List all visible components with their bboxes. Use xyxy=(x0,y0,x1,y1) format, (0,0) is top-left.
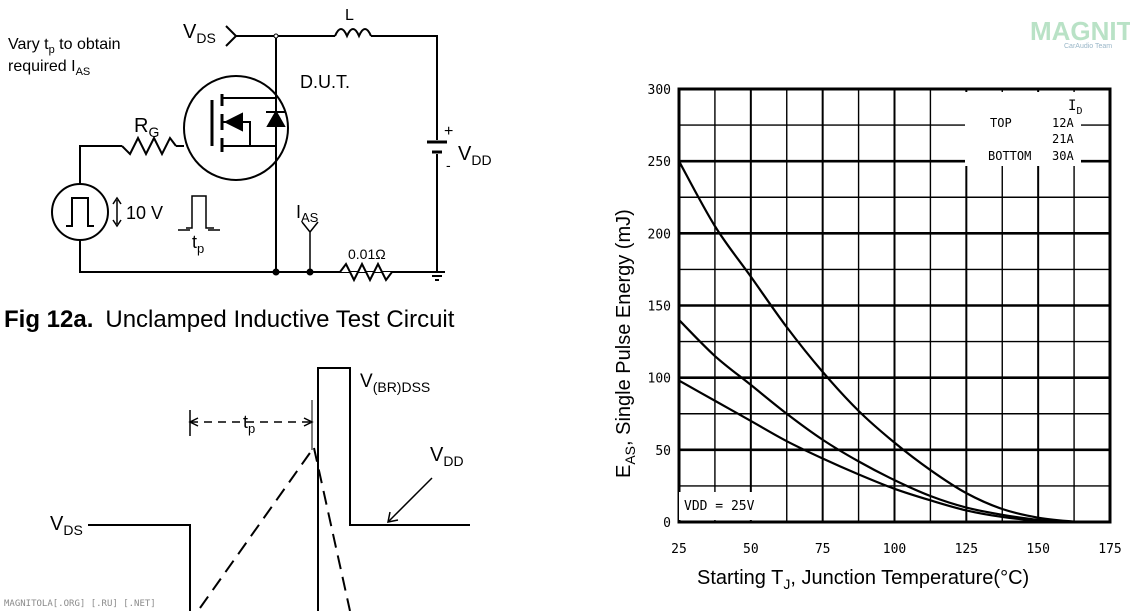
vary-text-line1: Vary tp to obtain xyxy=(8,36,121,56)
pulse-generator xyxy=(51,183,109,241)
vdd-pointer xyxy=(387,477,433,523)
node-1 xyxy=(273,33,279,39)
series-curve-1 xyxy=(678,160,1096,524)
vdd-plus: + xyxy=(444,123,453,140)
y-axis-title: EAS, Single Pulse Energy (mJ) xyxy=(613,209,638,478)
series-curve-2 xyxy=(678,319,1096,524)
waveform xyxy=(88,367,470,612)
chart-legend: ID TOP 12A 21A BOTTOM 30A xyxy=(965,92,1082,166)
watermark-logo: MAGNITOLA xyxy=(1030,16,1130,46)
vds-baseline xyxy=(88,524,191,611)
x-tick-label: 150 xyxy=(1026,542,1049,557)
gate-resistor xyxy=(121,135,177,157)
plot-frame xyxy=(677,87,1112,524)
legend-current-top: 12A xyxy=(1052,116,1074,130)
vdd-pointer-head xyxy=(387,511,399,523)
gate-left-wire xyxy=(79,145,122,184)
rg-label: RG xyxy=(134,115,159,140)
vbr-pulse xyxy=(317,367,470,611)
annotation-background xyxy=(679,492,775,520)
y-tick-labels: 0 50 100 150 200 250 300 xyxy=(648,83,671,531)
x-tick-labels: 25 50 75 100 125 150 175 xyxy=(671,542,1122,557)
tp-label: tp xyxy=(192,232,204,256)
inductor-symbol xyxy=(334,28,372,39)
y-tick-label: 0 xyxy=(663,516,671,531)
x-tick-label: 125 xyxy=(955,542,978,557)
ias-probe-right xyxy=(309,221,319,233)
wave-vdd-label: VDD xyxy=(430,444,464,469)
legend-current-mid: 21A xyxy=(1052,132,1074,146)
test-circuit xyxy=(51,25,447,283)
tp-arrow-left-head xyxy=(188,417,199,427)
vary-text-line2: required IAS xyxy=(8,58,90,78)
wave-tp-label: tp xyxy=(243,412,255,436)
inductor-label: L xyxy=(345,7,354,24)
dut-label: D.U.T. xyxy=(300,72,350,92)
pulse-amplitude-label: 10 V xyxy=(126,203,163,223)
y-tick-label: 150 xyxy=(648,300,671,315)
x-tick-label: 100 xyxy=(883,542,906,557)
y-tick-label: 50 xyxy=(655,444,671,459)
vdd-minus: - xyxy=(446,157,451,173)
ias-label: IAS xyxy=(296,202,319,225)
pulse-symbol xyxy=(66,197,94,227)
legend-pos-bottom: BOTTOM xyxy=(988,149,1031,163)
vds-arrow xyxy=(225,25,238,47)
legend-pos-top: TOP xyxy=(990,116,1012,130)
tp-arrow-right-head xyxy=(303,417,314,427)
watermark-footer: MAGNITOLA[.ORG] [.RU] [.NET] xyxy=(4,599,156,609)
node-3 xyxy=(306,268,314,276)
vbr-label: V(BR)DSS xyxy=(360,371,430,395)
x-tick-label: 50 xyxy=(743,542,759,557)
bottom-wire xyxy=(79,240,437,273)
mosfet-circle xyxy=(183,75,289,181)
shunt-resistor xyxy=(339,261,393,283)
y-tick-label: 250 xyxy=(648,155,671,170)
node-2 xyxy=(272,268,280,276)
shunt-label: 0.01Ω xyxy=(348,246,386,262)
pulse-width-symbol xyxy=(186,195,214,229)
x-tick-label: 25 xyxy=(671,542,687,557)
legend-background xyxy=(965,92,1081,166)
eas-vs-tj-chart: 25 50 75 100 125 150 175 0 50 100 150 200 250 300 ID… xyxy=(613,83,1122,592)
body-arrow xyxy=(223,112,243,132)
amplitude-arrow-top xyxy=(112,196,122,205)
legend-current-bottom: 30A xyxy=(1052,149,1074,163)
current-ramp-down xyxy=(313,447,351,612)
current-ramp-up xyxy=(199,449,313,609)
x-tick-label: 75 xyxy=(815,542,831,557)
right-wire xyxy=(371,35,438,140)
ias-probe-left xyxy=(301,221,311,272)
watermark-logo-sub: CarAudio Team xyxy=(1064,43,1112,50)
vdd-label: VDD xyxy=(458,143,492,168)
fig12a-caption: Fig 12a.Unclamped Inductive Test Circuit xyxy=(4,306,455,333)
x-tick-label: 175 xyxy=(1098,542,1121,557)
amplitude-arrow-bottom xyxy=(112,219,122,228)
wave-vds-label: VDS xyxy=(50,513,83,538)
vdd-annotation: VDD = 25V xyxy=(684,499,755,514)
y-tick-label: 300 xyxy=(648,83,671,98)
body-diode xyxy=(266,109,286,127)
x-axis-title: Starting TJ, Junction Temperature(°C) xyxy=(697,567,1029,592)
vds-label: VDS xyxy=(183,21,216,46)
y-tick-label: 200 xyxy=(648,227,671,242)
y-tick-label: 100 xyxy=(648,372,671,387)
legend-header: ID xyxy=(1068,98,1082,117)
